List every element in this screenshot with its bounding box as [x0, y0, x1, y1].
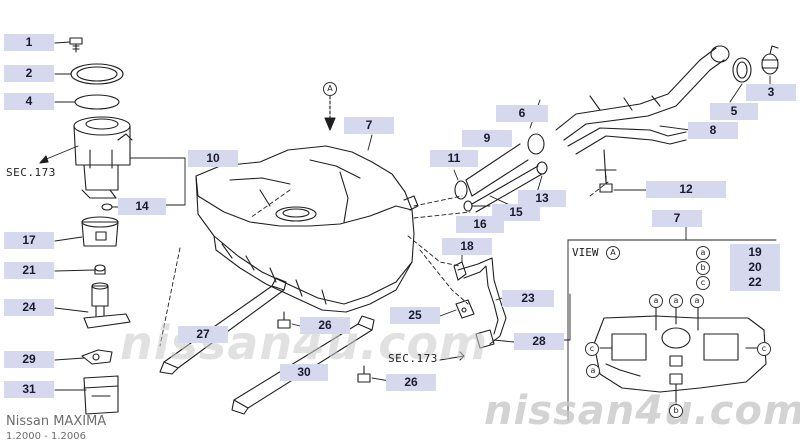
- callout-21[interactable]: 21: [4, 262, 54, 279]
- callout-28[interactable]: 28: [514, 333, 564, 350]
- callout-6[interactable]: 6: [496, 105, 548, 122]
- part-21-damper: [94, 264, 106, 275]
- part-4-o-ring: [74, 94, 120, 110]
- footer-model: Nissan MAXIMA: [6, 414, 107, 429]
- callout-7-tank[interactable]: 7: [344, 117, 394, 134]
- callout-20[interactable]: 20: [730, 259, 780, 276]
- part-28-clip: [475, 329, 495, 349]
- inset-letter-a3: a: [690, 294, 704, 308]
- part-27-strap: [159, 277, 287, 375]
- callout-1[interactable]: 1: [4, 34, 54, 51]
- part-10-pump-assembly: [73, 116, 133, 199]
- view-label-marker: A: [606, 246, 620, 260]
- sec-173-left: SEC.173: [6, 166, 56, 179]
- view-top-marker: A: [323, 82, 337, 96]
- callout-31[interactable]: 31: [4, 381, 54, 398]
- inset-letter-c-right: c: [757, 342, 771, 356]
- watermark-bottom: nissan4u.com: [484, 388, 800, 434]
- inset-letter-c-left: c: [585, 342, 599, 356]
- callout-30[interactable]: 30: [280, 364, 328, 381]
- part-25-clip: [455, 299, 475, 319]
- legend-letter-a: a: [696, 246, 710, 260]
- callout-18[interactable]: 18: [442, 238, 492, 255]
- part-1-bolt: [69, 37, 83, 53]
- part-11-clamp: [454, 180, 468, 200]
- callout-10[interactable]: 10: [188, 150, 238, 167]
- part-18-clip: [453, 261, 467, 281]
- callout-27[interactable]: 27: [178, 326, 228, 343]
- inset-letter-a1: a: [649, 294, 663, 308]
- view-label: VIEW: [572, 246, 599, 259]
- callout-26-lower[interactable]: 26: [386, 374, 436, 391]
- callout-15[interactable]: 15: [492, 204, 540, 221]
- callout-7-view[interactable]: 7: [652, 210, 702, 227]
- part-16-clamp: [463, 200, 473, 212]
- part-30-strap: [231, 315, 375, 415]
- footer-years: 1.2000 - 1.2006: [6, 431, 86, 442]
- callout-9[interactable]: 9: [462, 130, 512, 147]
- callout-22[interactable]: 22: [730, 274, 780, 291]
- part-29-retainer: [81, 349, 113, 365]
- callout-8[interactable]: 8: [688, 122, 738, 139]
- part-3-fuel-cap: [761, 45, 779, 75]
- callout-26-upper[interactable]: 26: [300, 317, 350, 334]
- part-26-bolts: [277, 311, 371, 383]
- callout-3[interactable]: 3: [746, 84, 796, 101]
- callout-29[interactable]: 29: [4, 351, 54, 368]
- callout-13[interactable]: 13: [518, 190, 566, 207]
- part-5-ring: [732, 57, 752, 83]
- part-23-hose: [457, 257, 507, 345]
- legend-letter-b: b: [696, 261, 710, 275]
- tank-dashed-leaders: [159, 181, 609, 347]
- part-31-bracket: [83, 375, 119, 415]
- sec-173-bottom: SEC.173: [388, 352, 438, 365]
- callout-5[interactable]: 5: [710, 103, 758, 120]
- callout-11[interactable]: 11: [430, 150, 478, 167]
- part-9-filler-hose: [465, 143, 529, 197]
- inset-letter-a-left: a: [586, 364, 600, 378]
- part-6-clamp: [527, 133, 545, 155]
- callout-2[interactable]: 2: [4, 65, 54, 82]
- inset-letter-a2: a: [669, 294, 683, 308]
- view-a-arrow: [324, 95, 336, 131]
- callout-14[interactable]: 14: [118, 198, 166, 215]
- part-13-clamp: [536, 161, 548, 175]
- part-24-fuel-pump: [83, 282, 131, 329]
- part-14-clip: [101, 203, 113, 211]
- sec173-bottom-arrow: [439, 351, 465, 361]
- part-2-lock-ring: [70, 63, 124, 85]
- callout-24[interactable]: 24: [4, 299, 54, 316]
- callout-12[interactable]: 12: [646, 181, 726, 198]
- callout-4[interactable]: 4: [4, 93, 54, 110]
- part-12-bolt: [599, 175, 613, 193]
- callout-19[interactable]: 19: [730, 244, 780, 261]
- callout-17[interactable]: 17: [4, 232, 54, 249]
- part-7-fuel-tank: [195, 145, 419, 313]
- callout-23[interactable]: 23: [502, 290, 554, 307]
- part-17-pump-holder: [81, 216, 119, 247]
- part-8-filler-tube: [555, 45, 730, 183]
- inset-letter-b-bottom: b: [669, 404, 683, 418]
- view-a-tank-underside: [593, 303, 767, 405]
- callout-25[interactable]: 25: [390, 307, 440, 324]
- legend-letter-c: c: [696, 276, 710, 290]
